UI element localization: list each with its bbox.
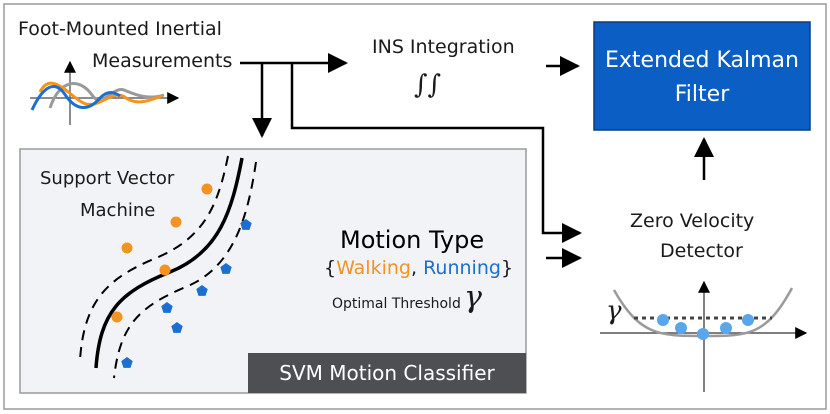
margin-upper [79, 155, 229, 361]
inertial-signals-icon [30, 60, 180, 125]
running-point [196, 285, 208, 296]
walking-point [170, 216, 182, 228]
threshold-label: Optimal Threshold [332, 296, 461, 312]
ins-label: INS Integration [372, 36, 515, 58]
inputs-label-line2: Measurements [92, 50, 233, 72]
signal-blue-curve [30, 85, 121, 111]
running-label: Running [423, 257, 501, 279]
zvd-label-line1: Zero Velocity [630, 210, 755, 232]
running-point [121, 357, 133, 368]
motion-type-title: Motion Type [340, 226, 485, 254]
running-point [220, 263, 232, 274]
running-point [161, 302, 173, 313]
motion-classes: {Walking, Running} [324, 257, 513, 279]
walking-label: Walking [336, 257, 411, 279]
gamma-symbol: γ [464, 280, 482, 315]
walking-samples [111, 183, 213, 323]
svm-label-line2: Machine [80, 200, 156, 221]
zvd-label-line2: Detector [660, 240, 743, 262]
zvd-plot [600, 280, 808, 392]
svm-panel-label-bg [248, 353, 526, 393]
walking-point [159, 264, 171, 276]
connectors [240, 53, 714, 268]
running-point [240, 219, 252, 230]
running-point [171, 322, 183, 333]
arrow-to-zvd [290, 63, 582, 243]
svm-panel [19, 148, 527, 394]
zvd-point [720, 322, 732, 334]
comma: , [410, 257, 418, 279]
brace-close: } [500, 257, 514, 279]
running-samples [121, 219, 252, 368]
zvd-point [697, 328, 709, 340]
zvd-point [675, 322, 687, 334]
integral-symbol: ∫∫ [414, 70, 442, 100]
svm-panel-label: SVM Motion Classifier [279, 361, 495, 385]
zvd-point [657, 314, 669, 326]
walking-point [111, 311, 123, 323]
brace-open: { [324, 257, 337, 279]
zvd-gamma-symbol: γ [606, 296, 622, 326]
ekf-box [593, 21, 811, 131]
svm-label-line1: Support Vector [40, 168, 175, 189]
zvd-points [657, 314, 754, 340]
walking-point [201, 183, 213, 195]
signal-orange-curve [38, 81, 163, 106]
zvd-point [742, 314, 754, 326]
ekf-label-line1: Extended Kalman [605, 48, 799, 73]
inputs-label-line1: Foot-Mounted Inertial [18, 18, 222, 40]
ekf-label-line2: Filter [674, 82, 730, 107]
walking-point [121, 242, 133, 254]
